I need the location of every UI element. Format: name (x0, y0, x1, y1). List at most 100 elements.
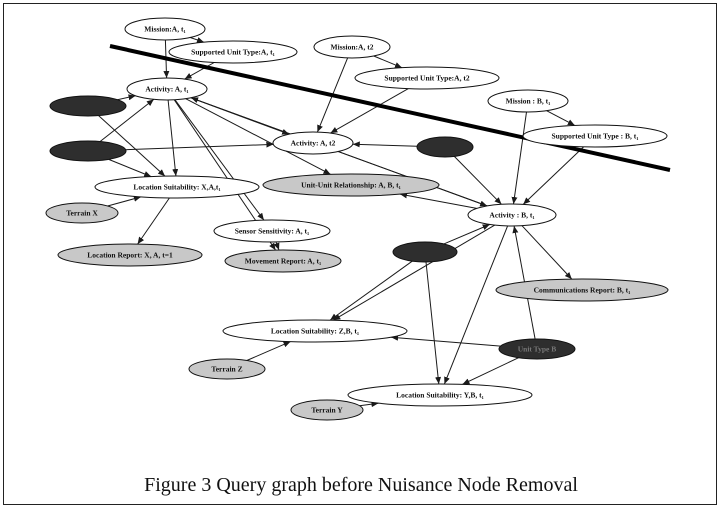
node-label: Unit-Unit Relationship: A, B, t₁ (301, 181, 401, 190)
node-terrain-x: Terrain X (45, 202, 119, 224)
node-activity-b-t1: Activity : B, t₁ (467, 203, 557, 227)
node-label: Terrain X (66, 209, 98, 218)
node-label: Mission:A, t₁ (144, 25, 185, 34)
node-ellipse (498, 338, 576, 360)
edge-dark_1-to-locsuit_x (98, 115, 166, 177)
edge-dark_1-to-activity_a_t1 (117, 94, 136, 101)
node-ellipse (416, 136, 474, 158)
node-ellipse (45, 202, 119, 224)
node-ellipse (213, 219, 331, 243)
node-label: Mission:A, t2 (331, 43, 374, 52)
node-label: Sensor Sensitivity: A, t₁ (235, 227, 310, 236)
edge-sut_b_t1-to-activity_b_t1 (522, 146, 584, 205)
edge-unittype_b-to-locsuit_z (391, 334, 501, 347)
node-label: Supported Unit Type:A, t2 (384, 74, 469, 83)
edge-activity_b_t1-to-locsuit_z (333, 224, 496, 321)
edge-mission_a_t2-to-sut_a_t2 (373, 55, 403, 69)
node-activity-a-t1: Activity: A, t₁ (126, 77, 208, 101)
node-dark-2 (49, 140, 127, 162)
node-locrep-x: Location Report: X, A, t=1 (57, 243, 203, 267)
edge-mission_b_t1-to-sut_b_t1 (546, 110, 576, 126)
node-ellipse (392, 241, 458, 263)
edge-locsuit_x-to-locrep_x (137, 197, 170, 245)
edge-activity_b_t1-to-comm_rep (521, 225, 573, 280)
node-activity-a-t2: Activity: A, t2 (272, 131, 354, 155)
node-ellipse (49, 95, 127, 117)
node-ellipse (290, 399, 364, 421)
node-unittype-b: Unit Type B (498, 338, 576, 360)
nodes-layer: Mission:A, t₁ Supported Unit Type:A, t₁ Mi… (45, 17, 669, 421)
time-slice-divider (109, 44, 671, 172)
node-label: Mission : B, t₁ (506, 97, 551, 106)
edge-unittype_b-to-locsuit_y (462, 357, 519, 385)
node-dark-4 (392, 241, 458, 263)
edge-activity_b_t1-to-uu_rel (399, 192, 477, 209)
node-movrep: Movement Report: A, t₁ (224, 249, 342, 273)
node-label: Activity : B, t₁ (489, 211, 534, 220)
edge-activity_a_t1-to-sensor (174, 99, 265, 221)
node-ellipse (94, 175, 260, 199)
query-graph: Mission:A, t₁ Supported Unit Type:A, t₁ Mi… (45, 17, 671, 421)
edge-activity_a_t1-to-uu_rel (185, 98, 331, 175)
node-ellipse (347, 383, 533, 407)
node-comm-rep: Communications Report: B, t₁ (495, 278, 669, 302)
node-dark-1 (49, 95, 127, 117)
edge-terrain_z-to-locsuit_z (246, 341, 291, 361)
node-ellipse (222, 319, 408, 343)
edge-dark_2-to-activity_a_t2 (125, 141, 274, 151)
edge-activity_b_t1-to-locsuit_y (443, 225, 509, 385)
node-ellipse (124, 17, 206, 41)
node-terrain-y: Terrain Y (290, 399, 364, 421)
node-sut-a-t1: Supported Unit Type:A, t₁ (168, 40, 298, 64)
node-mission-a-t1: Mission:A, t₁ (124, 17, 206, 41)
edge-dark_3-to-activity_b_t1 (453, 156, 502, 205)
node-terrain-z: Terrain Z (188, 358, 266, 380)
node-dark-3 (416, 136, 474, 158)
figure-caption: Figure 3 Query graph before Nuisance Nod… (144, 474, 578, 496)
node-label: Location Report: X, A, t=1 (87, 251, 173, 260)
edge-mission_a_t1-to-sut_a_t1 (190, 37, 205, 43)
edge-dark_2-to-activity_a_t1 (99, 99, 155, 142)
node-locsuit-x: Location Suitability: X,A,t₁ (94, 175, 260, 199)
node-locsuit-z: Location Suitability: Z,B, t₁ (222, 319, 408, 343)
node-label: Location Suitability: Z,B, t₁ (271, 327, 359, 336)
node-ellipse (224, 249, 342, 273)
edge-dark_4-to-locsuit_z (329, 260, 413, 321)
node-label: Activity: A, t2 (291, 139, 336, 148)
node-mission-b-t1: Mission : B, t₁ (487, 89, 569, 113)
node-label: Supported Unit Type : B, t₁ (552, 132, 639, 141)
node-ellipse (467, 203, 557, 227)
node-label: Location Suitability: Y,B, t₁ (396, 391, 484, 400)
node-ellipse (262, 173, 440, 197)
node-ellipse (188, 358, 266, 380)
node-mission-a-t2: Mission:A, t2 (313, 35, 391, 59)
node-ellipse (168, 40, 298, 64)
node-ellipse (57, 243, 203, 267)
node-label: Terrain Z (211, 365, 242, 374)
edge-sut_a_t1-to-activity_a_t1 (184, 62, 215, 80)
node-label: Communications Report: B, t₁ (534, 286, 631, 295)
edge-terrain_y-to-locsuit_y (359, 401, 379, 408)
node-ellipse (126, 77, 208, 101)
node-uu-rel: Unit-Unit Relationship: A, B, t₁ (262, 173, 440, 197)
node-label: Movement Report: A, t₁ (245, 257, 321, 266)
edge-dark_4-to-activity_b_t1 (443, 224, 490, 245)
node-label: Location Suitability: X,A,t₁ (133, 183, 220, 192)
node-label: Supported Unit Type:A, t₁ (191, 48, 275, 57)
node-label: Activity: A, t₁ (145, 85, 188, 94)
edge-dark_2-to-locsuit_x (108, 158, 152, 178)
node-label: Unit Type B (518, 345, 556, 354)
node-ellipse (354, 66, 500, 90)
node-ellipse (49, 140, 127, 162)
node-sut-b-t1: Supported Unit Type : B, t₁ (522, 124, 668, 148)
edge-terrain_x-to-locsuit_x (107, 195, 142, 207)
node-sensor: Sensor Sensitivity: A, t₁ (213, 219, 331, 243)
edge-mission_b_t1-to-activity_b_t1 (511, 111, 527, 205)
node-ellipse (495, 278, 669, 302)
edge-dark_3-to-activity_a_t2 (352, 141, 418, 148)
edge-sensor-to-movrep (273, 241, 280, 251)
node-locsuit-y: Location Suitability: Y,B, t₁ (347, 383, 533, 407)
node-ellipse (313, 35, 391, 59)
node-ellipse (522, 124, 668, 148)
node-sut-a-t2: Supported Unit Type:A, t2 (354, 66, 500, 90)
